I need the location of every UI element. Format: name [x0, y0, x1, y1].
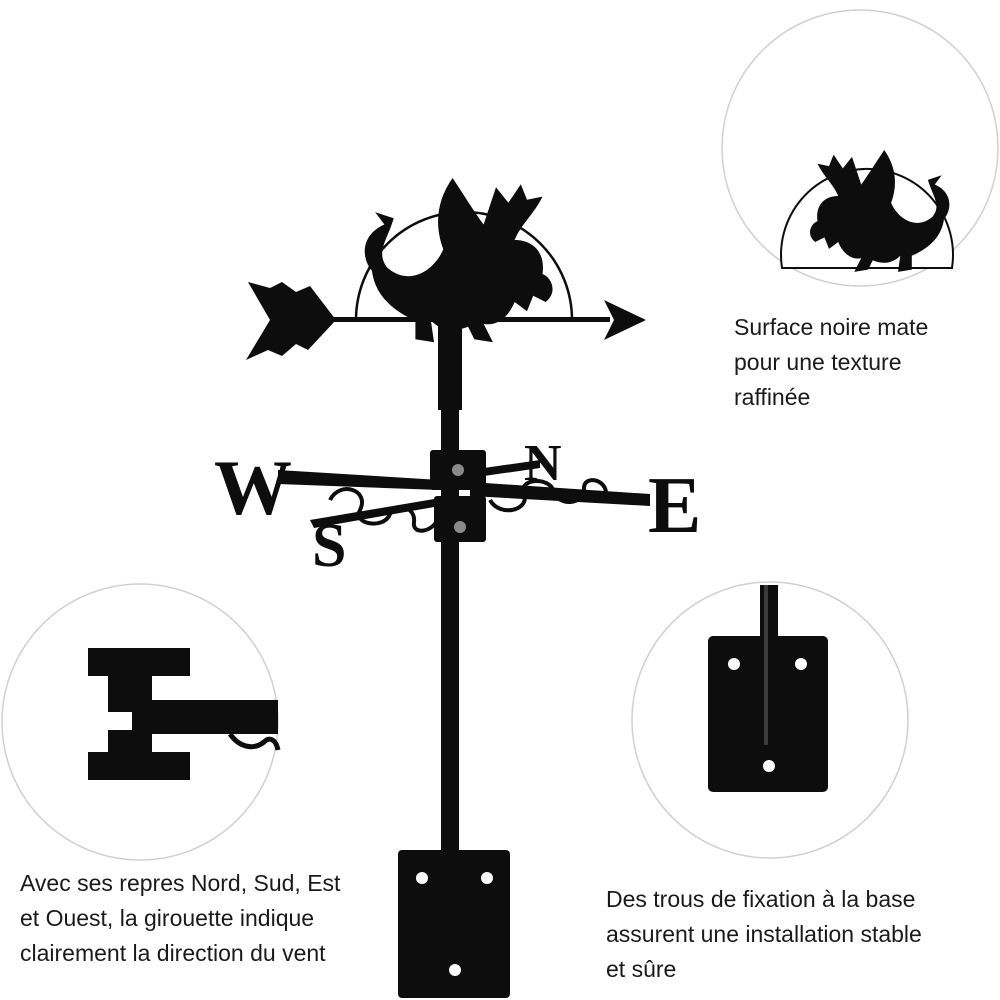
weathervane-main: [246, 178, 650, 998]
letter-w: W: [214, 444, 292, 531]
mount-plate: [398, 850, 510, 998]
letter-n: N: [524, 435, 562, 492]
detail-circle-texture: [721, 9, 999, 287]
letter-s: S: [312, 512, 346, 580]
caption-directions: Avec ses repres Nord, Sud, Est et Ouest,…: [20, 870, 341, 966]
caption-texture: Surface noire mate pour une texture raff…: [734, 314, 929, 410]
detail-circle-letter: [1, 583, 281, 861]
detail-circle-mount: [631, 581, 909, 859]
letter-e: E: [648, 462, 701, 550]
arrow: [246, 282, 646, 360]
caption-mounting: Des trous de fixation à la base assurent…: [606, 886, 922, 982]
compass-arms: [278, 450, 650, 542]
